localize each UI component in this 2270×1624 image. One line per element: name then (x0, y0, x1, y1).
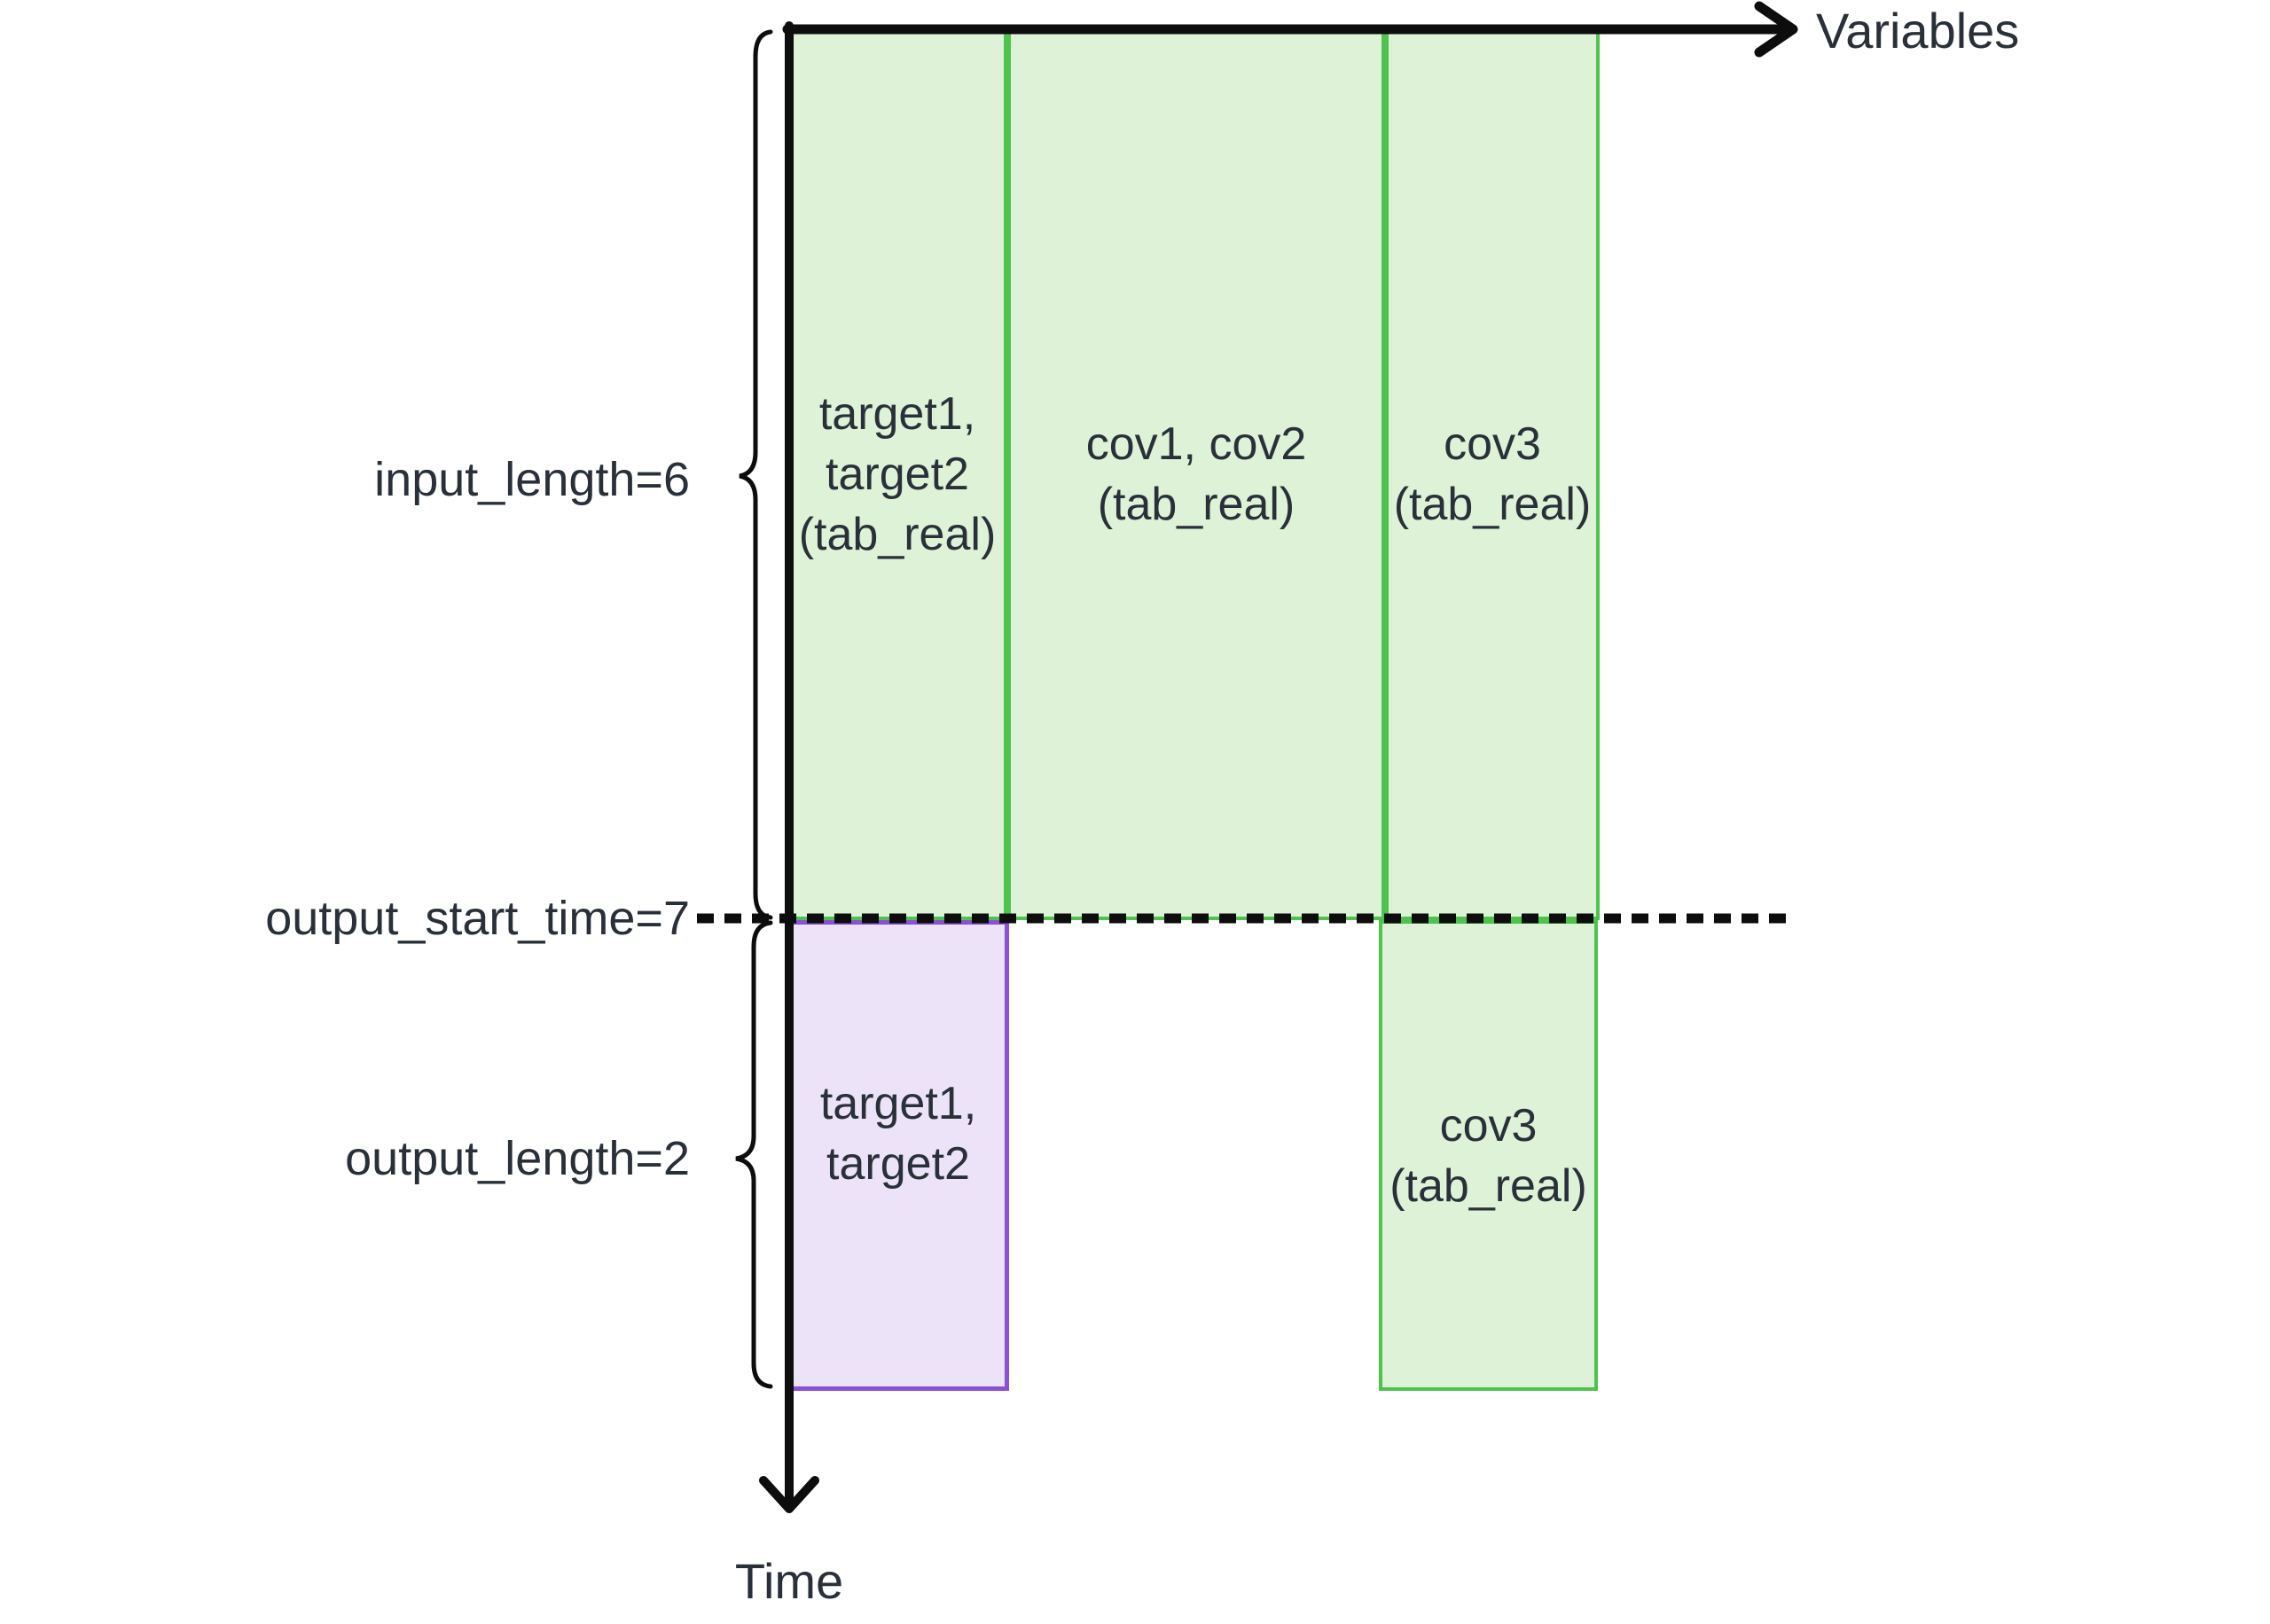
output-length-brace (735, 920, 773, 1389)
input-targets-box: target1, target2 (tab_real) (787, 27, 1007, 920)
output-start-time-label: output_start_time=7 (265, 892, 690, 945)
input-cov3-box: cov3 (tab_real) (1385, 27, 1600, 920)
input-covariates-box: cov1, cov2 (tab_real) (1007, 27, 1385, 920)
y-axis-title: Time (734, 1553, 844, 1609)
y-axis-arrowhead-icon (759, 1476, 819, 1513)
input-targets-label: target1, target2 (tab_real) (798, 387, 997, 560)
output-length-label: output_length=2 (345, 1132, 690, 1185)
input-length-label: input_length=6 (374, 453, 690, 506)
input-covariates-label: cov1, cov2 (tab_real) (1085, 418, 1307, 530)
input-length-brace (739, 29, 773, 920)
output-targets-box: target1, target2 (787, 920, 1009, 1391)
x-axis-arrowhead-icon (1754, 1, 1798, 58)
input-cov3-label: cov3 (tab_real) (1393, 418, 1592, 530)
output-cov3-box: cov3 (tab_real) (1379, 920, 1598, 1391)
output-cov3-label: cov3 (tab_real) (1389, 1099, 1587, 1212)
x-axis-title: Variables (1816, 3, 2020, 59)
output-targets-label: target1, target2 (819, 1077, 977, 1190)
